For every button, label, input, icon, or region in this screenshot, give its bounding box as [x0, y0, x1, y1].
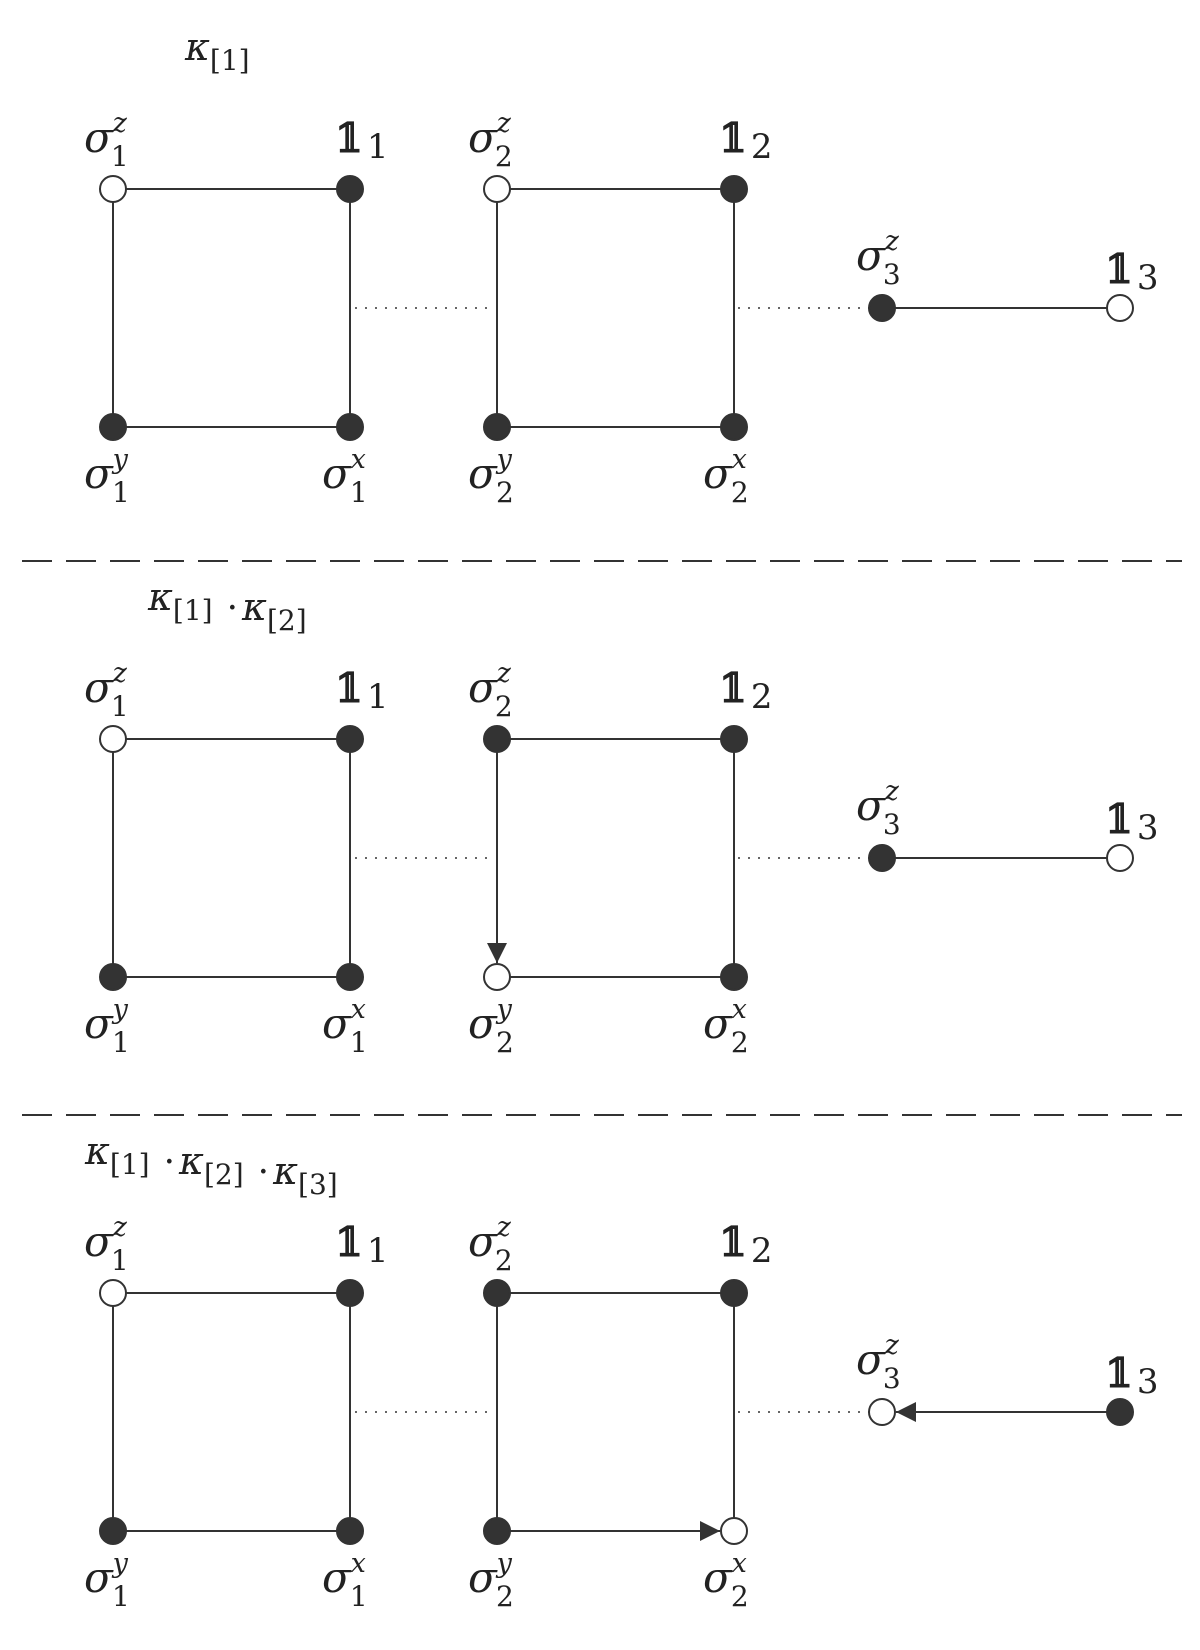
title-separator: ·	[227, 588, 238, 629]
node-s2z-open	[483, 175, 511, 203]
node-s2x-filled	[720, 413, 748, 441]
node-one1-filled	[336, 725, 364, 753]
kappa-index: [2]	[204, 1158, 244, 1191]
title-separator: ·	[164, 1142, 175, 1183]
node-s1z-open	[99, 175, 127, 203]
node-s2y-filled	[483, 1517, 511, 1545]
kappa-index: [1]	[173, 594, 213, 627]
node-s2x-filled	[720, 963, 748, 991]
node-s3z-open	[868, 1398, 896, 1426]
node-s2z-filled	[483, 1279, 511, 1307]
node-s2y-filled	[483, 413, 511, 441]
node-one3-open	[1106, 294, 1134, 322]
node-s3z-filled	[868, 844, 896, 872]
kappa-symbol: κ	[272, 1149, 298, 1193]
node-s2x-open	[720, 1517, 748, 1545]
kappa-symbol: κ	[84, 1129, 110, 1173]
node-s1z-open	[99, 725, 127, 753]
title-separator: ·	[258, 1152, 269, 1193]
node-one2-filled	[720, 1279, 748, 1307]
node-s1x-filled	[336, 1517, 364, 1545]
node-s1y-filled	[99, 413, 127, 441]
node-one1-filled	[336, 1279, 364, 1307]
kappa-symbol: κ	[147, 575, 173, 619]
node-one2-filled	[720, 725, 748, 753]
kappa-index: [3]	[298, 1168, 338, 1201]
kappa-index: [2]	[267, 604, 307, 637]
node-s1y-filled	[99, 1517, 127, 1545]
node-s3z-filled	[868, 294, 896, 322]
kappa-index: [1]	[110, 1148, 150, 1181]
node-one1-filled	[336, 175, 364, 203]
panel-title: κ[1]	[184, 25, 250, 77]
node-s1x-filled	[336, 963, 364, 991]
node-s1z-open	[99, 1279, 127, 1307]
panel-title: κ[1]·κ[2]·κ[3]	[84, 1129, 338, 1201]
node-s1y-filled	[99, 963, 127, 991]
node-one3-filled	[1106, 1398, 1134, 1426]
kappa-index: [1]	[210, 44, 250, 77]
node-one3-open	[1106, 844, 1134, 872]
panel-separators	[22, 560, 1182, 1116]
kappa-symbol: κ	[184, 25, 210, 69]
node-s1x-filled	[336, 413, 364, 441]
panel-title: κ[1]·κ[2]	[147, 575, 307, 637]
node-s2y-open	[483, 963, 511, 991]
kappa-symbol: κ	[241, 585, 267, 629]
kappa-symbol: κ	[178, 1139, 204, 1183]
node-one2-filled	[720, 175, 748, 203]
node-s2z-filled	[483, 725, 511, 753]
